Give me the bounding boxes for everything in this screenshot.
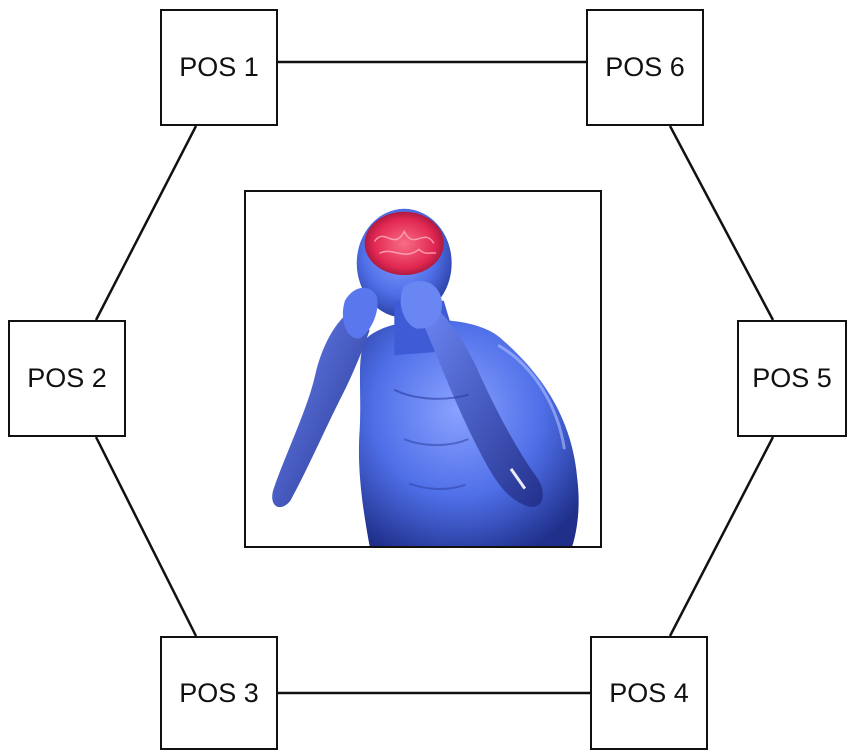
headache-figure-image bbox=[246, 192, 600, 546]
pos-2-label: POS 2 bbox=[27, 363, 107, 394]
pos-6-box: POS 6 bbox=[586, 9, 704, 126]
pos-3-label: POS 3 bbox=[179, 678, 259, 709]
left-hand-shape bbox=[343, 288, 378, 339]
pos-4-label: POS 4 bbox=[609, 678, 689, 709]
pos-2-box: POS 2 bbox=[8, 320, 126, 437]
left-arm-shape bbox=[272, 309, 369, 507]
pos-4-box: POS 4 bbox=[590, 636, 708, 750]
pos-5-box: POS 5 bbox=[737, 320, 847, 437]
pos-1-label: POS 1 bbox=[179, 52, 259, 83]
brain-shape bbox=[365, 212, 444, 275]
link-pos1-pos2 bbox=[96, 126, 196, 320]
pos-6-label: POS 6 bbox=[605, 52, 685, 83]
link-pos2-pos3 bbox=[96, 437, 196, 636]
pos-1-box: POS 1 bbox=[160, 9, 278, 126]
pos-5-label: POS 5 bbox=[752, 363, 832, 394]
link-pos5-pos6 bbox=[670, 126, 773, 320]
pos-3-box: POS 3 bbox=[160, 636, 278, 750]
center-image-frame bbox=[244, 190, 602, 548]
link-pos4-pos5 bbox=[670, 437, 773, 636]
